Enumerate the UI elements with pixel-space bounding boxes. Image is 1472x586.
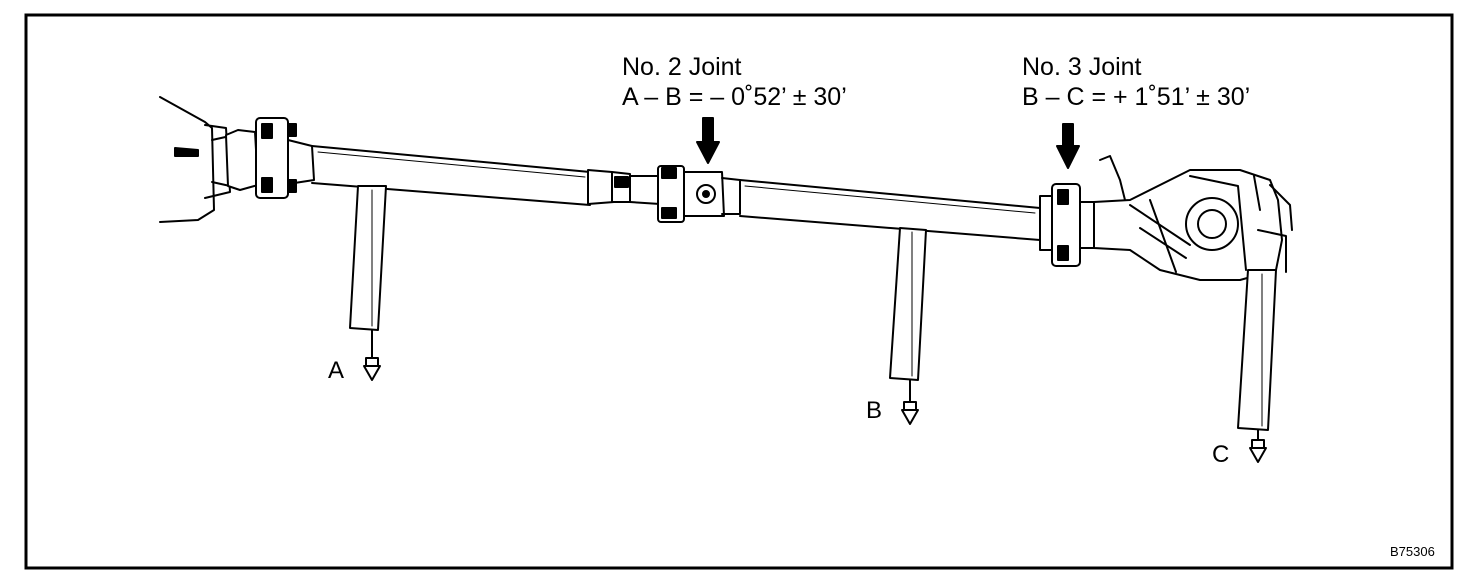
gauge-b-label: B <box>866 397 883 424</box>
no3-joint-flange <box>1039 183 1095 267</box>
no2-joint-arrow <box>696 117 720 164</box>
slip-yoke <box>587 169 661 205</box>
no3-joint-arrow <box>1056 123 1080 169</box>
angle-gauge-a <box>349 185 387 381</box>
differential-housing <box>1093 155 1293 281</box>
transmission-housing <box>159 96 231 223</box>
rear-shaft-tube <box>739 179 1041 241</box>
front-shaft-tube <box>311 145 591 206</box>
no3-joint-title: No. 3 Joint <box>1022 53 1142 81</box>
gauge-c-label: C <box>1212 441 1230 468</box>
no2-joint-formula: A – B = – 0˚52’ ± 30’ <box>622 83 847 111</box>
no3-joint-formula: B – C = + 1˚51’ ± 30’ <box>1022 83 1251 111</box>
no2-universal-joint <box>657 165 741 223</box>
gauge-a-label: A <box>328 357 345 384</box>
diagram-border <box>24 13 1454 570</box>
angle-gauge-b <box>889 227 927 425</box>
angle-gauge-c <box>1237 269 1277 463</box>
no2-joint-title: No. 2 Joint <box>622 53 742 81</box>
front-flange <box>225 117 315 199</box>
figure-code: B75306 <box>1390 544 1435 559</box>
